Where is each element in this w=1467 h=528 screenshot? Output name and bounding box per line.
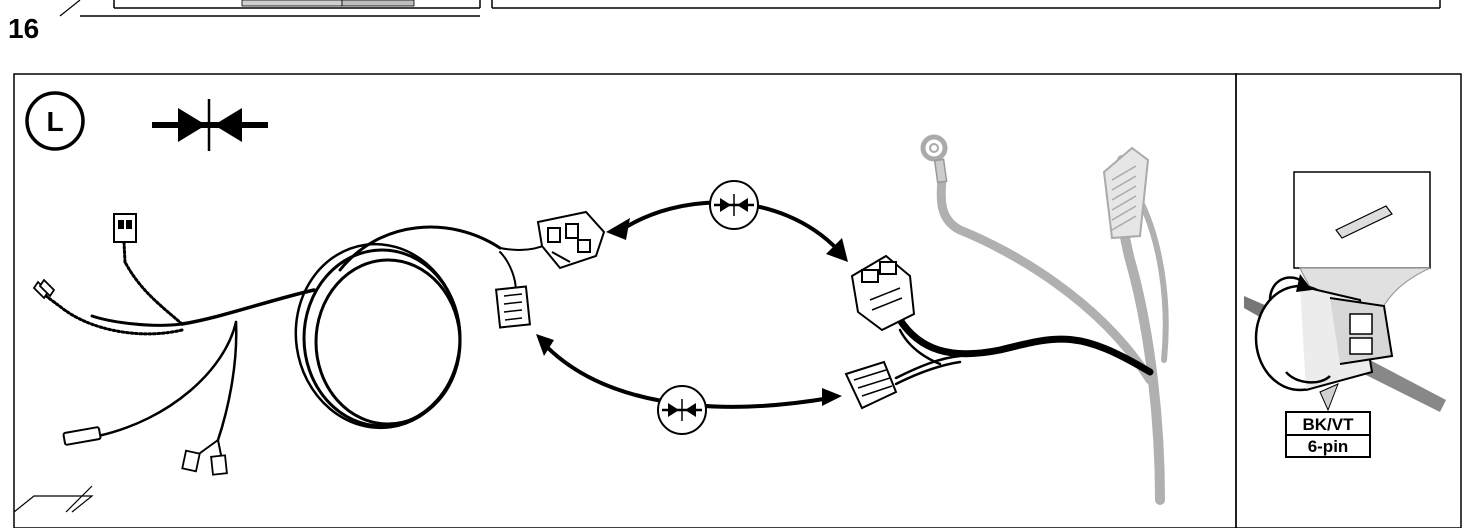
connect-arrows-icon: [152, 99, 268, 151]
twin-plug-connectors: [181, 449, 228, 476]
wire-color-label: BK/VT: [1303, 415, 1355, 434]
connection-arrow-lower: [536, 334, 842, 435]
tape-wrapped-connector: [1244, 274, 1446, 412]
side-marker: L: [25, 91, 85, 151]
side-marker-letter: L: [46, 106, 63, 137]
step-number: 16: [8, 13, 39, 44]
previous-step-strip: [59, 0, 1441, 17]
socket-connector-lower: [494, 285, 532, 329]
connect-arrows-icon: [662, 399, 702, 421]
circled-letter-icon: [25, 91, 85, 151]
tape-detail-inset: [1293, 171, 1431, 321]
connect-arrows-icon: [714, 194, 754, 216]
connection-arrow-upper: [606, 180, 848, 262]
top-plug-connector: [113, 213, 137, 243]
left-wiring-harness: [44, 225, 549, 461]
ring-terminal: [920, 134, 948, 184]
plug-connector-upper-right: [850, 254, 916, 332]
bullet-terminal-lower-left: [62, 426, 102, 446]
vehicle-multi-connector: [1102, 146, 1150, 240]
adapter-harness-black: [894, 316, 1154, 386]
main-frame: [13, 73, 1462, 528]
spade-terminal-left: [32, 278, 56, 300]
plug-connector-lower-right: [844, 360, 898, 410]
connector-type-label: 6-pin: [1308, 437, 1349, 456]
socket-connector-upper: [536, 210, 606, 270]
wire-label-box: BK/VT 6-pin: [1285, 411, 1371, 458]
